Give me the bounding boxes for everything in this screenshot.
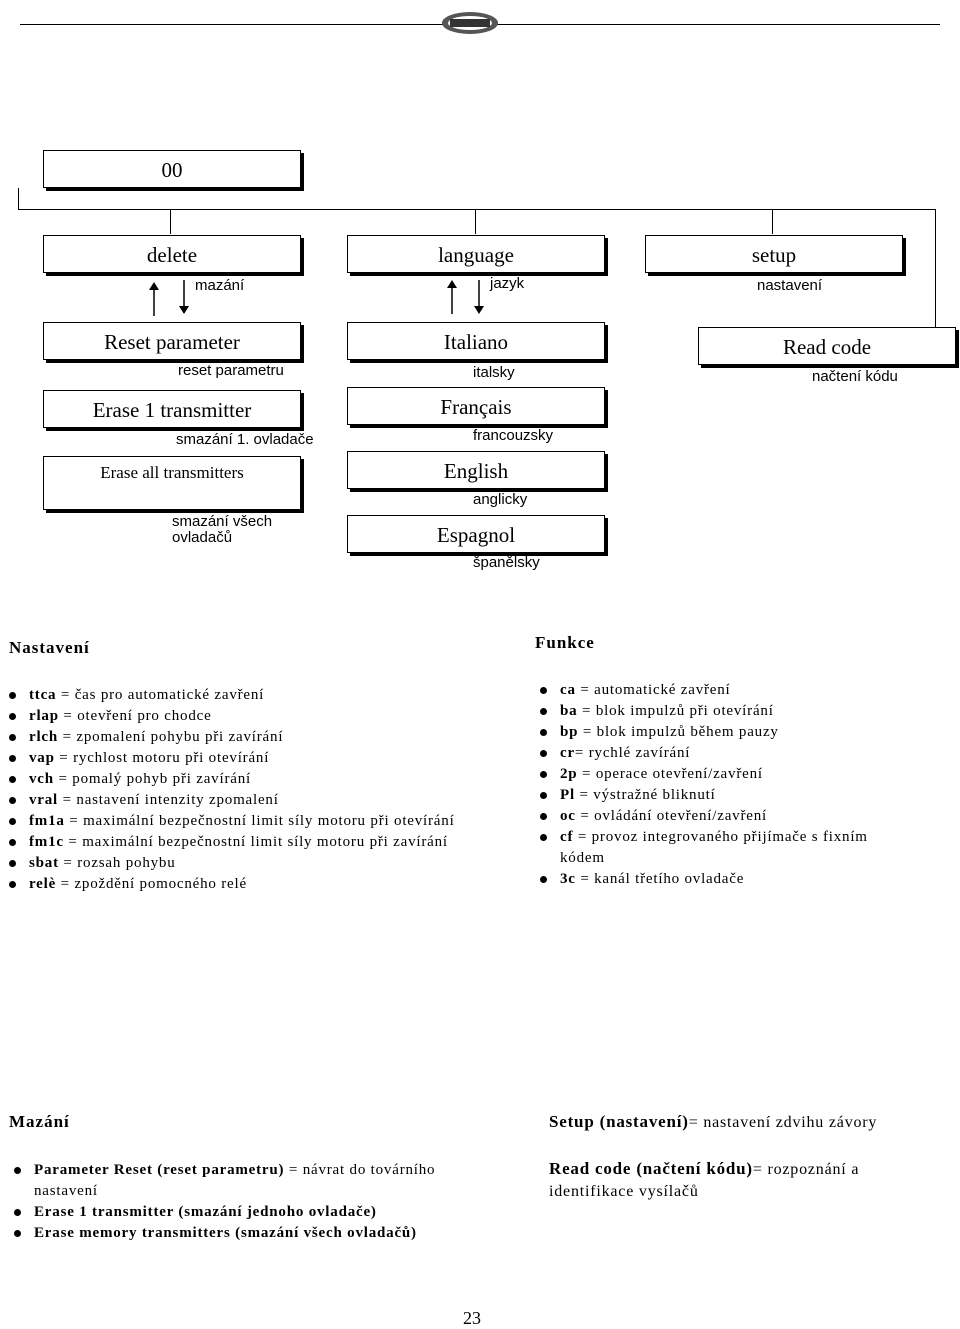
root-label: 00 [161,158,183,182]
connector-top-bar [18,209,936,210]
connector-right-edge [935,209,936,327]
read-note-text: = rozpoznání a identifikace vysílačů [549,1161,860,1200]
espagnol-sub: španělsky [473,554,540,571]
root-box: 00 [43,150,301,188]
read-code-box: Read code [698,327,956,365]
list-item: oc = ovládání otevření/zavření [540,806,890,827]
list-item: vch = pomalý pohyb při zavírání [9,769,469,790]
list-item: fm1c = maximální bezpečnostní limit síly… [9,832,469,853]
read-code-label: Read code [782,335,872,359]
delete-label: delete [146,243,198,267]
english-sub: anglicky [473,491,528,508]
english-box: English [347,451,605,489]
reset-param-box: Reset parameter [43,322,301,360]
list-item: rlap = otevření pro chodce [9,706,469,727]
reset-param-sub: reset parametru [178,362,284,379]
francais-box: Français [347,387,605,425]
delete-box: delete [43,235,301,273]
delete-sub: mazání [195,277,245,294]
italiano-box: Italiano [347,322,605,360]
funkce-list: ca = automatické zavření ba = blok impul… [540,680,890,890]
page-number: 23 [463,1308,481,1328]
list-item: ca = automatické zavření [540,680,890,701]
read-note: Read code (načtení kódu)= rozpoznání a i… [549,1158,939,1203]
nastaveni-title: Nastavení [9,638,90,657]
list-item: rlch = zpomalení pohybu při zavírání [9,727,469,748]
erase-all-label: Erase all transmitters [100,463,244,482]
list-item: Erase memory transmitters (smazání všech… [14,1223,484,1244]
list-item: ba = blok impulzů při otevírání [540,701,890,722]
list-item: Pl = výstražné bliknutí [540,785,890,806]
francais-sub: francouzsky [473,427,554,444]
setup-label: setup [751,243,797,267]
list-item: vral = nastavení intenzity zpomalení [9,790,469,811]
erase-all-sub: smazání všech ovladačů [172,513,273,546]
nastaveni-list: ttca = čas pro automatické zavření rlap … [9,685,469,895]
list-item: cf = provoz integrovaného přijímače s fi… [540,827,890,869]
erase1-label: Erase 1 transmitter [92,398,252,422]
list-item: sbat = rozsah pohybu [9,853,469,874]
espagnol-label: Espagnol [436,523,516,547]
arrow-up-icon [149,282,159,316]
connector-setup [772,209,773,234]
list-item: cr= rychlé zavírání [540,743,890,764]
read-code-sub: načtení kódu [812,368,898,385]
list-item: 2p = operace otevření/zavření [540,764,890,785]
connector-delete [170,209,171,234]
list-item: ttca = čas pro automatické zavření [9,685,469,706]
arrow-down-icon [179,280,189,314]
list-item: fm1a = maximální bezpečnostní limit síly… [9,811,469,832]
setup-note: Setup (nastavení)= nastavení zdvihu závo… [549,1112,949,1132]
espagnol-box: Espagnol [347,515,605,553]
erase-all-box: Erase all transmitters [43,456,301,510]
list-item: Erase 1 transmitter (smazání jednoho ovl… [14,1202,484,1223]
list-item: Parameter Reset (reset parametru) = návr… [14,1160,484,1202]
language-sub: jazyk [490,275,525,292]
arrow-down-icon [474,280,484,314]
setup-note-text: = nastavení zdvihu závory [688,1114,878,1131]
brand-logo [440,6,500,40]
reset-param-label: Reset parameter [104,330,240,354]
read-note-bold: Read code (načtení kódu) [549,1159,753,1178]
language-label: language [438,243,514,267]
setup-note-bold: Setup (nastavení) [549,1112,689,1131]
list-item: relè = zpoždění pomocného relé [9,874,469,895]
mazani-list: Parameter Reset (reset parametru) = návr… [14,1160,484,1244]
italiano-label: Italiano [443,330,509,354]
language-box: language [347,235,605,273]
list-item: 3c = kanál třetího ovladače [540,869,890,890]
connector-language [475,209,476,234]
italiano-sub: italsky [473,364,515,381]
english-label: English [443,459,509,483]
erase1-box: Erase 1 transmitter [43,390,301,428]
list-item: bp = blok impulzů během pauzy [540,722,890,743]
francais-label: Français [440,395,512,419]
mazani-title: Mazání [9,1112,70,1131]
funkce-title: Funkce [535,633,595,652]
erase1-sub: smazání 1. ovladače [176,431,314,448]
setup-box: setup [645,235,903,273]
list-item: vap = rychlost motoru při otevírání [9,748,469,769]
connector-root-stem [18,188,19,210]
setup-sub: nastavení [757,277,823,294]
arrow-up-icon [447,280,457,314]
